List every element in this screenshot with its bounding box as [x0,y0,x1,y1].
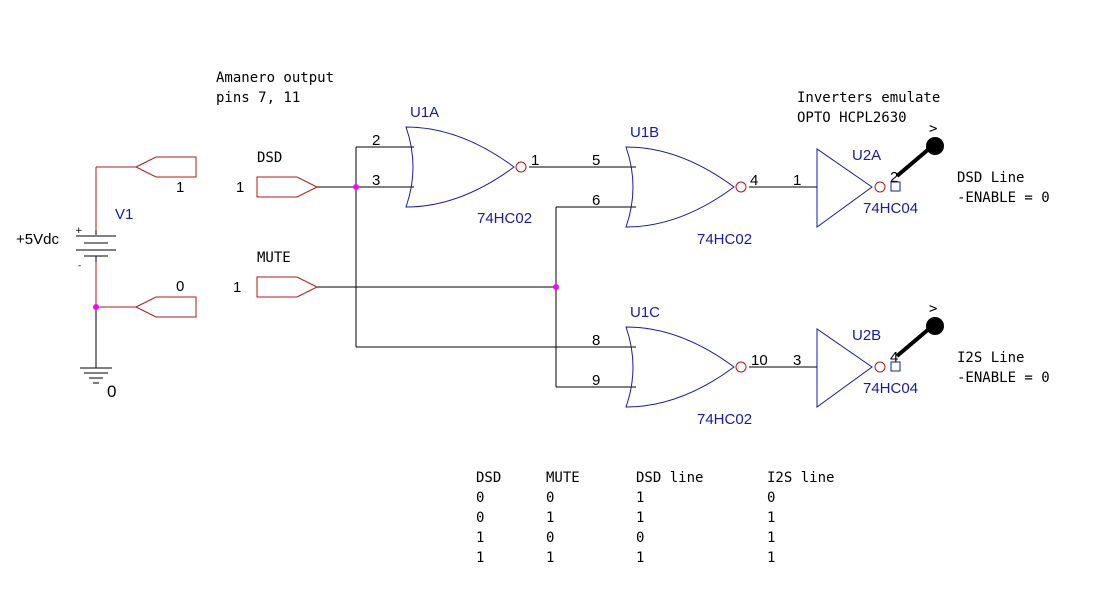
inverter-note-line2: OPTO HCPL2630 [797,110,907,126]
u1a-pin-a: 2 [372,132,380,149]
dsd-input-pin: 1 [236,179,244,196]
u2b-pin-out: 4 [890,349,898,366]
truth-table-cell: 1 [636,510,644,526]
u1c-pin-a: 8 [592,332,600,349]
zero-port-label: 0 [176,278,184,295]
truth-table-cell: 1 [546,510,554,526]
u1a-pin-b: 3 [372,172,380,189]
u1b-pin-out: 4 [750,172,758,189]
u1b-name: U1B [630,124,659,141]
mute-input-name: MUTE [257,250,291,266]
u2a-part: 74HC04 [863,200,918,217]
dsd-voltage-probe [895,137,944,178]
truth-table-cell: 0 [476,490,484,506]
wires [317,146,817,388]
truth-table-cell: 1 [636,490,644,506]
dsd-input-port [256,176,319,198]
truth-table-cell: 1 [767,510,775,526]
u1b-output-bubble [735,181,747,193]
i2s-voltage-probe [895,317,944,358]
zero-port [96,296,197,318]
u1a-output-bubble [515,161,527,173]
i2s-probe-marker: > [929,301,937,317]
svg-text:+: + [75,226,83,236]
truth-table-cell: 0 [546,490,554,506]
truth-table-cell: 1 [476,550,484,566]
truth-table-cell: 1 [546,550,554,566]
vcc-port [96,156,197,178]
svg-text:-: - [78,261,81,271]
u2b-part: 74HC04 [863,380,918,397]
u2b-output-bubble [874,361,886,373]
truth-table-cell: 0 [767,490,775,506]
nor-gate-u1a [405,126,515,208]
vcc-port-label: 1 [176,179,184,196]
u1a-pin-out: 1 [531,152,539,169]
u1c-pin-out: 10 [751,352,768,369]
u2b-pin-in: 3 [793,352,801,369]
u1b-pin-b: 6 [592,192,600,209]
u2a-output-pin-box [890,181,901,192]
ground-label: 0 [107,382,116,401]
amanero-note-line2: pins 7, 11 [216,90,300,106]
u1b-pin-a: 5 [592,152,600,169]
u2a-name: U2A [852,147,881,164]
junctions [93,184,559,310]
truth-table-cell: 0 [476,510,484,526]
mute-input-pin: 1 [233,279,241,296]
amanero-note-line1: Amanero output [216,70,334,86]
v1-name: V1 [115,206,133,223]
u2b-name: U2B [852,327,881,344]
truth-table-cell: 1 [767,550,775,566]
inverter-u2a [816,148,873,228]
u1c-output-bubble [735,361,747,373]
u1a-part: 74HC02 [477,210,532,227]
dsd-line-note-1: DSD Line [957,170,1024,186]
u1b-part: 74HC02 [697,231,752,248]
u1c-part: 74HC02 [697,411,752,428]
truth-table-cell: 1 [476,530,484,546]
dsd-input-name: DSD [257,150,282,166]
truth-table: DSD MUTE DSD line I2S line 0 0 1 0 0 1 1… [476,470,834,566]
u2b-output-pin-box [890,361,901,372]
i2s-line-note-2: -ENABLE = 0 [957,370,1050,386]
u1c-name: U1C [630,304,660,321]
truth-table-header-i2s-line: I2S line [767,470,834,486]
truth-table-cell: 1 [636,550,644,566]
u1a-name: U1A [410,104,439,121]
truth-table-cell: 1 [767,530,775,546]
dsd-line-note-2: -ENABLE = 0 [957,190,1050,206]
ground-symbol [80,367,112,384]
i2s-line-note-1: I2S Line [957,350,1024,366]
inverter-note-line1: Inverters emulate [797,90,940,106]
u2a-pin-in: 1 [793,172,801,189]
mute-input-port [256,276,319,298]
u1c-pin-b: 9 [592,372,600,389]
truth-table-header-mute: MUTE [546,470,580,486]
u2a-output-bubble [874,181,886,193]
nor-gate-u1b [625,146,735,228]
truth-table-header-dsd-line: DSD line [636,470,703,486]
v1-value: +5Vdc [16,231,59,248]
truth-table-cell: 0 [636,530,644,546]
u2a-pin-out: 2 [890,169,898,186]
truth-table-header-dsd: DSD [476,470,501,486]
voltage-source-v1: + - [75,167,116,368]
inverter-u2b [816,328,873,408]
truth-table-cell: 0 [546,530,554,546]
dsd-probe-marker: > [929,121,937,137]
nor-gate-u1c [625,326,735,408]
